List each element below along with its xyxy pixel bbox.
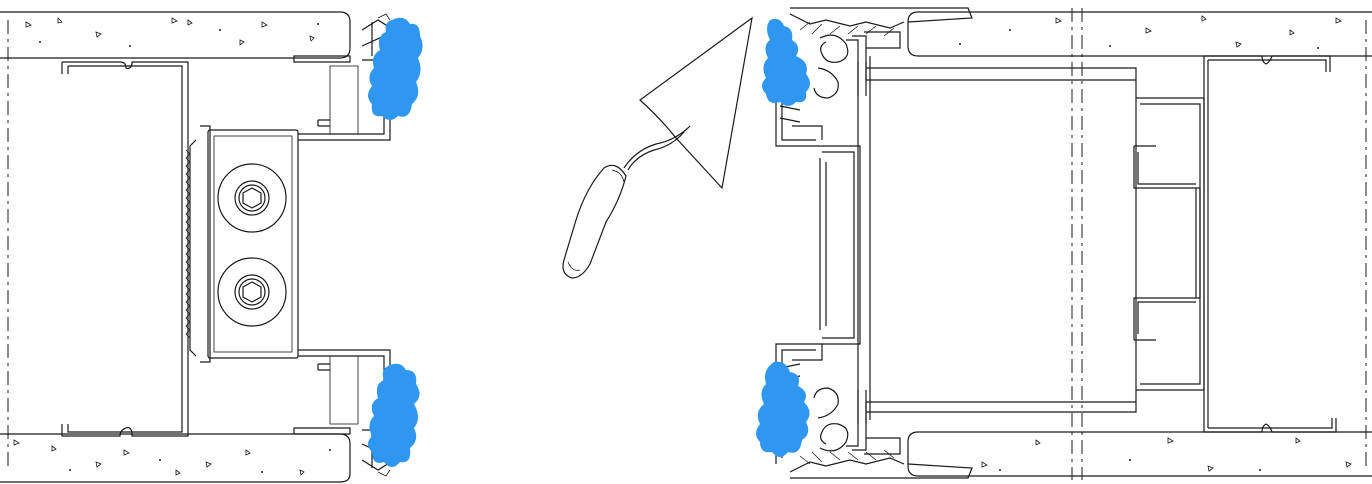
trowel-icon bbox=[562, 16, 753, 279]
inner-channel-profile bbox=[1133, 97, 1205, 391]
top-concrete-slab bbox=[0, 11, 351, 59]
hex-socket-bolt-icon bbox=[217, 257, 287, 327]
left-detail bbox=[0, 11, 423, 483]
bottom-concrete-slab-right bbox=[907, 431, 1372, 477]
sealant-blob-bottom bbox=[368, 363, 420, 467]
stepped-profile bbox=[819, 145, 861, 345]
steel-door-frame-right bbox=[1203, 55, 1337, 433]
bottom-concrete-slab bbox=[0, 433, 351, 483]
sealant-blob-bottom-right bbox=[756, 361, 810, 457]
concrete-aggregate-pattern-right bbox=[959, 15, 1352, 472]
hex-socket-bolt-icon bbox=[217, 163, 287, 233]
door-leaf-frame bbox=[857, 56, 1137, 424]
sealant-blob-top bbox=[368, 17, 423, 120]
right-detail bbox=[756, 7, 1372, 480]
sealant-blob-top-right bbox=[762, 18, 810, 106]
hinge-body bbox=[185, 125, 299, 363]
steel-door-frame bbox=[61, 61, 189, 437]
concrete-aggregate-pattern bbox=[13, 17, 331, 476]
top-concrete-slab-right bbox=[907, 11, 1372, 57]
